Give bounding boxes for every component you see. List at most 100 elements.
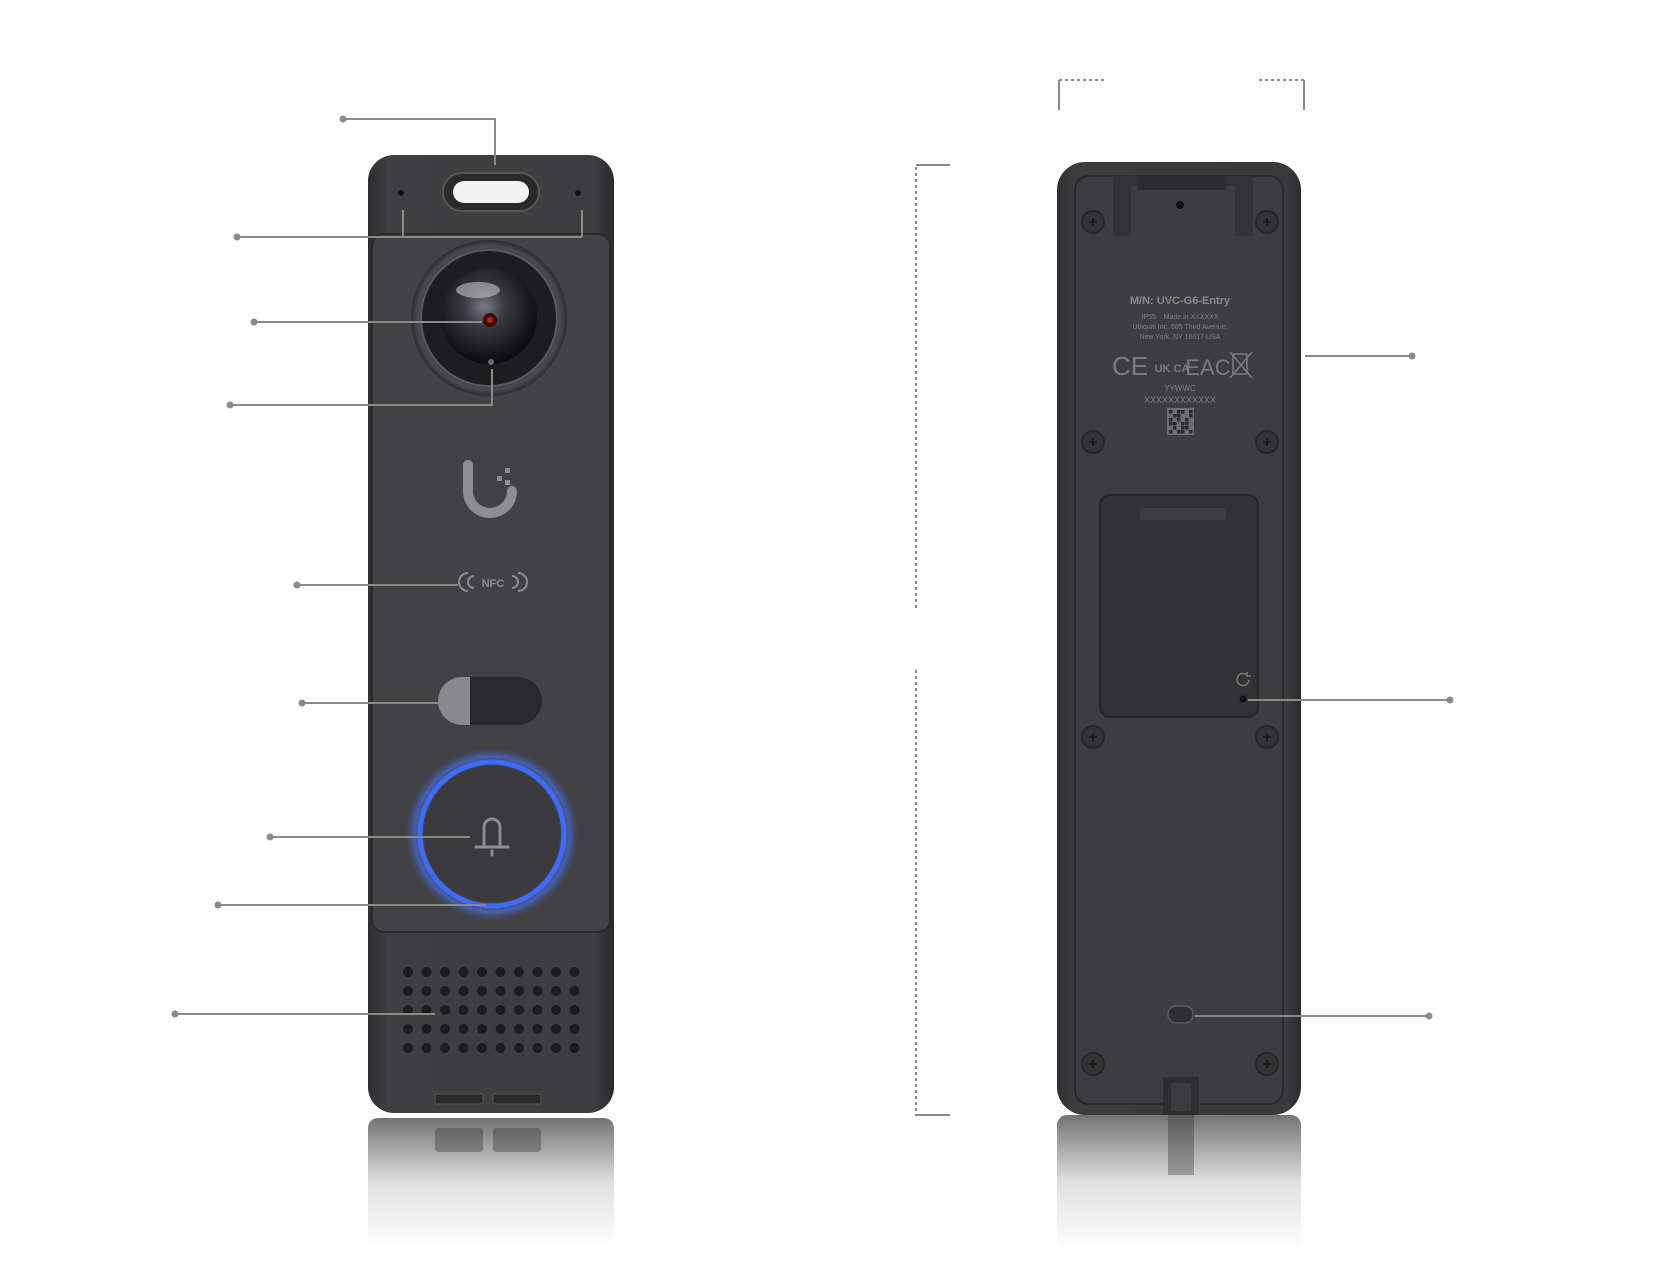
qr-module <box>1185 426 1189 430</box>
speaker-hole <box>477 1005 487 1015</box>
speaker-hole <box>532 967 543 977</box>
speaker-hole <box>514 967 524 977</box>
speaker-hole <box>458 1005 469 1015</box>
doorbell-button[interactable] <box>406 748 578 920</box>
leader-mount-slot <box>343 118 496 165</box>
qr-module <box>1169 418 1173 422</box>
ukca-mark: UK CA <box>1155 363 1190 375</box>
front-reflection <box>368 1118 614 1248</box>
speaker-hole <box>551 1043 561 1053</box>
speaker-hole <box>514 1005 524 1015</box>
qr-module <box>1169 422 1173 426</box>
speaker-hole <box>569 1005 580 1015</box>
weee-bin-icon <box>1229 351 1253 379</box>
port-left <box>434 1093 484 1105</box>
back-reflection <box>1057 1115 1301 1250</box>
bottom-release-tab[interactable] <box>1167 1005 1194 1024</box>
product-label: M/N: UVC-G6-Entry IP55 Made in XXXXXX Ub… <box>1112 295 1253 435</box>
nfc-icon: NFC <box>458 572 528 592</box>
back-view: M/N: UVC-G6-Entry IP55 Made in XXXXXX Ub… <box>1057 162 1301 1250</box>
screw-slot <box>1089 218 1097 226</box>
qr-module <box>1189 414 1193 418</box>
speaker-hole <box>403 1005 413 1015</box>
bell-icon <box>474 817 510 857</box>
port-right <box>492 1093 542 1105</box>
leader-lines <box>175 118 1450 1017</box>
speaker-hole <box>440 1005 450 1015</box>
screw-slot <box>1263 733 1271 741</box>
speaker-hole <box>421 1005 432 1015</box>
qr-module <box>1181 422 1185 426</box>
screw-slot <box>1263 218 1271 226</box>
reset-icon <box>1236 672 1251 687</box>
speaker-hole <box>569 967 580 977</box>
ce-mark: CE <box>1112 351 1148 381</box>
dimension-width <box>1058 79 1305 110</box>
screw-slot <box>1089 733 1097 741</box>
speaker-hole <box>532 1024 543 1034</box>
speaker-hole <box>458 1043 469 1053</box>
speaker-hole <box>551 986 561 996</box>
speaker-grille <box>403 967 580 1053</box>
speaker-hole <box>458 967 469 977</box>
speaker-hole <box>532 1005 543 1015</box>
speaker-hole <box>477 967 487 977</box>
speaker-hole <box>532 1043 543 1053</box>
eac-mark: EAC <box>1185 355 1230 380</box>
dimension-height <box>915 164 950 1116</box>
speaker-hole <box>532 986 543 996</box>
qr-module <box>1177 418 1181 422</box>
screw-slot <box>1263 1060 1271 1068</box>
ubiquiti-logo-icon <box>463 460 517 518</box>
address-line-1: Ubiquiti Inc. 685 Third Avenue, <box>1132 324 1227 331</box>
qr-code-icon <box>1167 408 1194 435</box>
nfc-label: NFC <box>482 578 505 590</box>
qr-module <box>1185 418 1189 422</box>
speaker-hole <box>569 986 580 996</box>
speaker-hole <box>514 1043 524 1053</box>
address-line-2: New York, NY 10017 USA <box>1140 334 1221 341</box>
speaker-hole <box>421 986 432 996</box>
qr-module <box>1173 426 1177 430</box>
speaker-hole <box>421 1043 432 1053</box>
wiring-cavity <box>1099 494 1259 718</box>
mic-hole-left <box>398 190 404 196</box>
qr-module <box>1173 414 1177 418</box>
speaker-hole <box>569 1043 580 1053</box>
speaker-hole <box>403 1043 413 1053</box>
speaker-hole <box>514 1024 524 1034</box>
speaker-hole <box>421 967 432 977</box>
qr-module <box>1177 410 1181 414</box>
speaker-hole <box>495 1043 506 1053</box>
serial-number: XXXXXXXXXXXX <box>1144 395 1216 405</box>
speaker-hole <box>477 986 487 996</box>
led-ring <box>417 759 567 909</box>
speaker-hole <box>495 1005 506 1015</box>
speaker-hole <box>477 1043 487 1053</box>
speaker-hole <box>403 986 413 996</box>
qr-module <box>1169 410 1173 414</box>
qr-module <box>1181 430 1185 434</box>
qr-module <box>1177 414 1181 418</box>
qr-module <box>1169 430 1173 434</box>
qr-module <box>1177 430 1181 434</box>
screw-slot <box>1263 438 1271 446</box>
speaker-hole <box>477 1024 487 1034</box>
mic-hole-right <box>575 190 581 196</box>
speaker-hole <box>551 1024 561 1034</box>
model-number: M/N: UVC-G6-Entry <box>1130 295 1231 307</box>
front-face-panel <box>371 233 611 933</box>
speaker-hole <box>440 967 450 977</box>
speaker-hole <box>440 1024 450 1034</box>
front-view: NFC <box>368 155 614 1248</box>
speaker-hole <box>514 986 524 996</box>
rating-line: IP55 Made in XXXXXX <box>1141 314 1218 321</box>
speaker-hole <box>421 1024 432 1034</box>
speaker-hole <box>495 967 506 977</box>
qr-module <box>1185 422 1189 426</box>
date-code: YYWWC <box>1164 384 1196 393</box>
screw-slot <box>1089 438 1097 446</box>
reset-button[interactable] <box>1236 672 1251 703</box>
